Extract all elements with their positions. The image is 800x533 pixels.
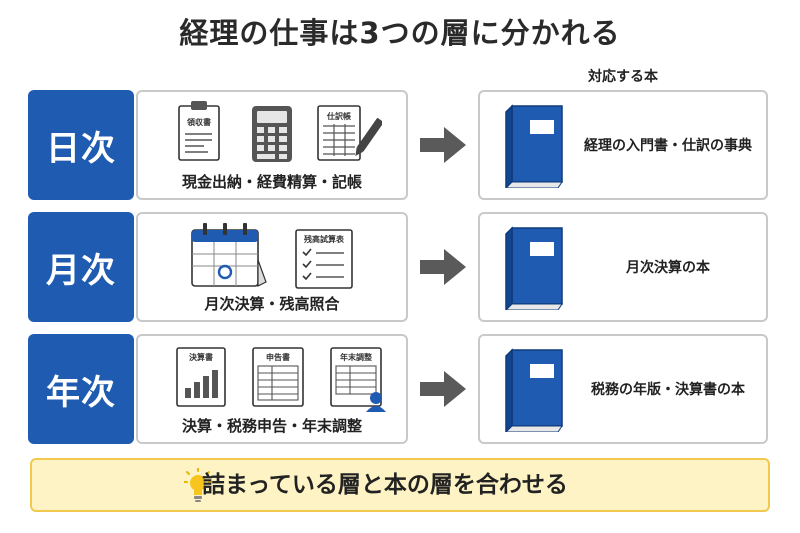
arrow-right-icon [420,249,466,285]
svg-text:仕訳帳: 仕訳帳 [326,111,351,121]
book-icon [505,226,563,310]
year-end-adjustment-icon: 年末調整 [330,347,386,412]
book-icon [505,348,563,432]
task-box-monthly: 残高試算表 月次決算・残高照合 [136,212,408,322]
page-title: 経理の仕事は3つの層に分かれる [179,16,621,50]
tip-banner: 詰まっている層と本の層を合わせる [30,458,770,512]
calendar-icon [191,223,267,287]
book-title-yearly: 税務の年版・決算書の本 [591,382,745,398]
book-box-daily: 経理の入門書・仕訳の事典 [478,90,768,200]
svg-text:決算書: 決算書 [189,352,213,362]
lightbulb-icon [184,468,212,502]
arrow-right-icon [420,371,466,407]
arrow-right-icon [420,127,466,163]
journal-ledger-icon: 仕訳帳 [317,105,382,161]
row-label-yearly: 年次 [28,334,134,444]
svg-text:申告書: 申告書 [266,352,290,362]
svg-text:残高試算表: 残高試算表 [304,234,345,244]
book-icon [505,104,563,188]
task-caption-yearly: 決算・税務申告・年末調整 [181,417,362,435]
financial-statement-icon: 決算書 [176,347,226,407]
task-box-yearly: 決算書 申告書 年末調整 決算・税務申告・年末調整 [136,334,408,444]
calculator-icon [252,106,292,162]
book-box-yearly: 税務の年版・決算書の本 [478,334,768,444]
trial-balance-icon: 残高試算表 [295,229,353,289]
tip-text: 詰まっている層と本の層を合わせる [202,472,568,498]
books-column-header: 対応する本 [588,69,658,85]
receipt-icon: 領収書 [178,101,220,161]
book-box-monthly: 月次決算の本 [478,212,768,322]
book-title-monthly: 月次決算の本 [626,260,710,276]
task-box-daily: 領収書 仕訳帳 現金出納・経費精算・記帳 [136,90,408,200]
tax-return-icon: 申告書 [252,347,304,407]
svg-text:領収書: 領収書 [186,117,211,127]
svg-text:年末調整: 年末調整 [340,352,372,362]
task-caption-monthly: 月次決算・残高照合 [204,295,340,313]
task-caption-daily: 現金出納・経費精算・記帳 [181,173,362,191]
row-label-daily: 日次 [28,90,134,200]
book-title-daily: 経理の入門書・仕訳の事典 [584,138,752,154]
row-label-monthly: 月次 [28,212,134,322]
